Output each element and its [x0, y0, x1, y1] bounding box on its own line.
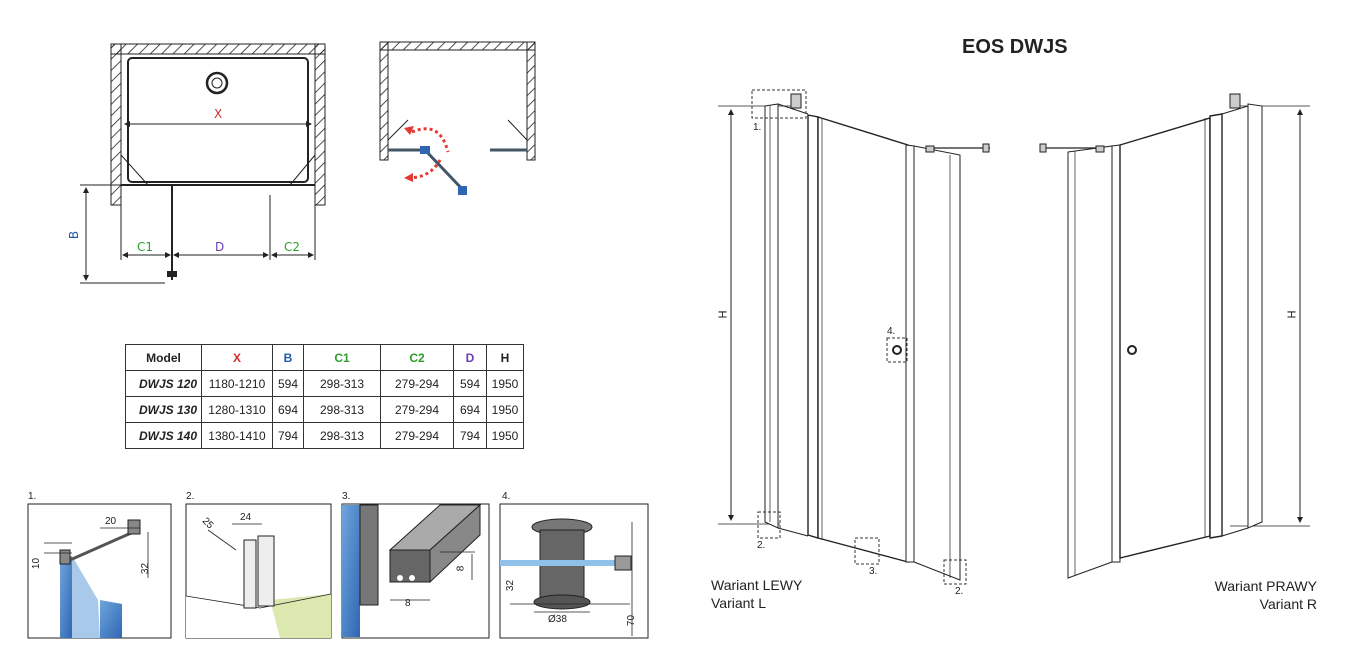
variant-right-drawing: [1039, 93, 1310, 579]
detail-4-dim-70: 70: [626, 614, 638, 627]
cell-h: 1950: [486, 396, 524, 423]
col-c1: C1: [303, 344, 381, 371]
cell-c1: 298-313: [303, 422, 381, 449]
detail-4-dim-32: 32: [505, 579, 517, 592]
table-row: DWJS 120 1180-1210 594 298-313 279-294 5…: [125, 370, 524, 397]
detail-4: [499, 503, 649, 639]
table-row: DWJS 140 1380-1410 794 298-313 279-294 7…: [125, 422, 524, 449]
cell-model: DWJS 130: [125, 396, 202, 423]
col-d: D: [453, 344, 487, 371]
detail-3-dim-8b: 8: [455, 565, 467, 572]
variant-left-label: Wariant LEWY Variant L: [711, 576, 802, 612]
detail-1: [27, 503, 172, 639]
cell-c2: 279-294: [380, 422, 454, 449]
variant-right-line1: Wariant PRAWY: [1214, 578, 1317, 594]
variant-left-line2: Variant L: [711, 595, 766, 611]
table-row: DWJS 130 1280-1310 694 298-313 279-294 6…: [125, 396, 524, 423]
cell-c2: 279-294: [380, 396, 454, 423]
dim-label-x: X: [214, 107, 223, 121]
callout-2b: 2.: [955, 586, 964, 597]
dim-label-c2: C2: [284, 240, 301, 254]
cell-model: DWJS 140: [125, 422, 202, 449]
col-b: B: [272, 344, 304, 371]
cell-c1: 298-313: [303, 396, 381, 423]
spec-table: Model X B C1 C2 D H DWJS 120 1180-1210 5…: [125, 344, 524, 449]
col-c2: C2: [380, 344, 454, 371]
variant-left-drawing: [718, 89, 990, 585]
col-model: Model: [125, 344, 202, 371]
col-x: X: [201, 344, 273, 371]
detail-3-dim-8a: 8: [405, 598, 411, 609]
cell-model: DWJS 120: [125, 370, 202, 397]
detail-2-number: 2.: [186, 491, 195, 502]
cell-x: 1180-1210: [201, 370, 273, 397]
detail-4-number: 4.: [502, 491, 511, 502]
variant-right-line2: Variant R: [1259, 596, 1317, 612]
variant-right-label: Wariant PRAWY Variant R: [1180, 577, 1317, 613]
plan-view: [80, 43, 326, 284]
detail-1-dim-20: 20: [105, 516, 117, 527]
detail-3: [341, 503, 490, 639]
detail-1-dim-32: 32: [140, 562, 152, 575]
cell-h: 1950: [486, 422, 524, 449]
cell-x: 1280-1310: [201, 396, 273, 423]
cell-d: 794: [453, 422, 487, 449]
cell-h: 1950: [486, 370, 524, 397]
swing-view: [379, 41, 536, 195]
callout-3: 3.: [869, 566, 878, 577]
detail-1-dim-10: 10: [31, 557, 43, 570]
detail-4-dim-38: Ø38: [548, 614, 567, 625]
detail-2: [185, 503, 332, 639]
detail-3-number: 3.: [342, 491, 351, 502]
dim-label-h-right: H: [1285, 310, 1299, 319]
cell-c1: 298-313: [303, 370, 381, 397]
cell-d: 594: [453, 370, 487, 397]
detail-1-number: 1.: [28, 491, 37, 502]
page-title: EOS DWJS: [962, 36, 1068, 58]
callout-4: 4.: [887, 326, 896, 337]
dim-label-b: B: [67, 230, 82, 240]
cell-b: 794: [272, 422, 304, 449]
detail-2-dim-24: 24: [240, 512, 252, 523]
col-h: H: [486, 344, 524, 371]
dim-label-h-left: H: [716, 310, 730, 319]
callout-2: 2.: [757, 540, 766, 551]
spec-table-header: Model X B C1 C2 D H: [125, 344, 524, 371]
cell-x: 1380-1410: [201, 422, 273, 449]
cell-b: 594: [272, 370, 304, 397]
cell-b: 694: [272, 396, 304, 423]
variant-left-line1: Wariant LEWY: [711, 577, 803, 593]
callout-1: 1.: [753, 122, 762, 133]
dim-label-c1: C1: [137, 240, 154, 254]
cell-d: 694: [453, 396, 487, 423]
cell-c2: 279-294: [380, 370, 454, 397]
dim-label-d: D: [215, 240, 225, 254]
